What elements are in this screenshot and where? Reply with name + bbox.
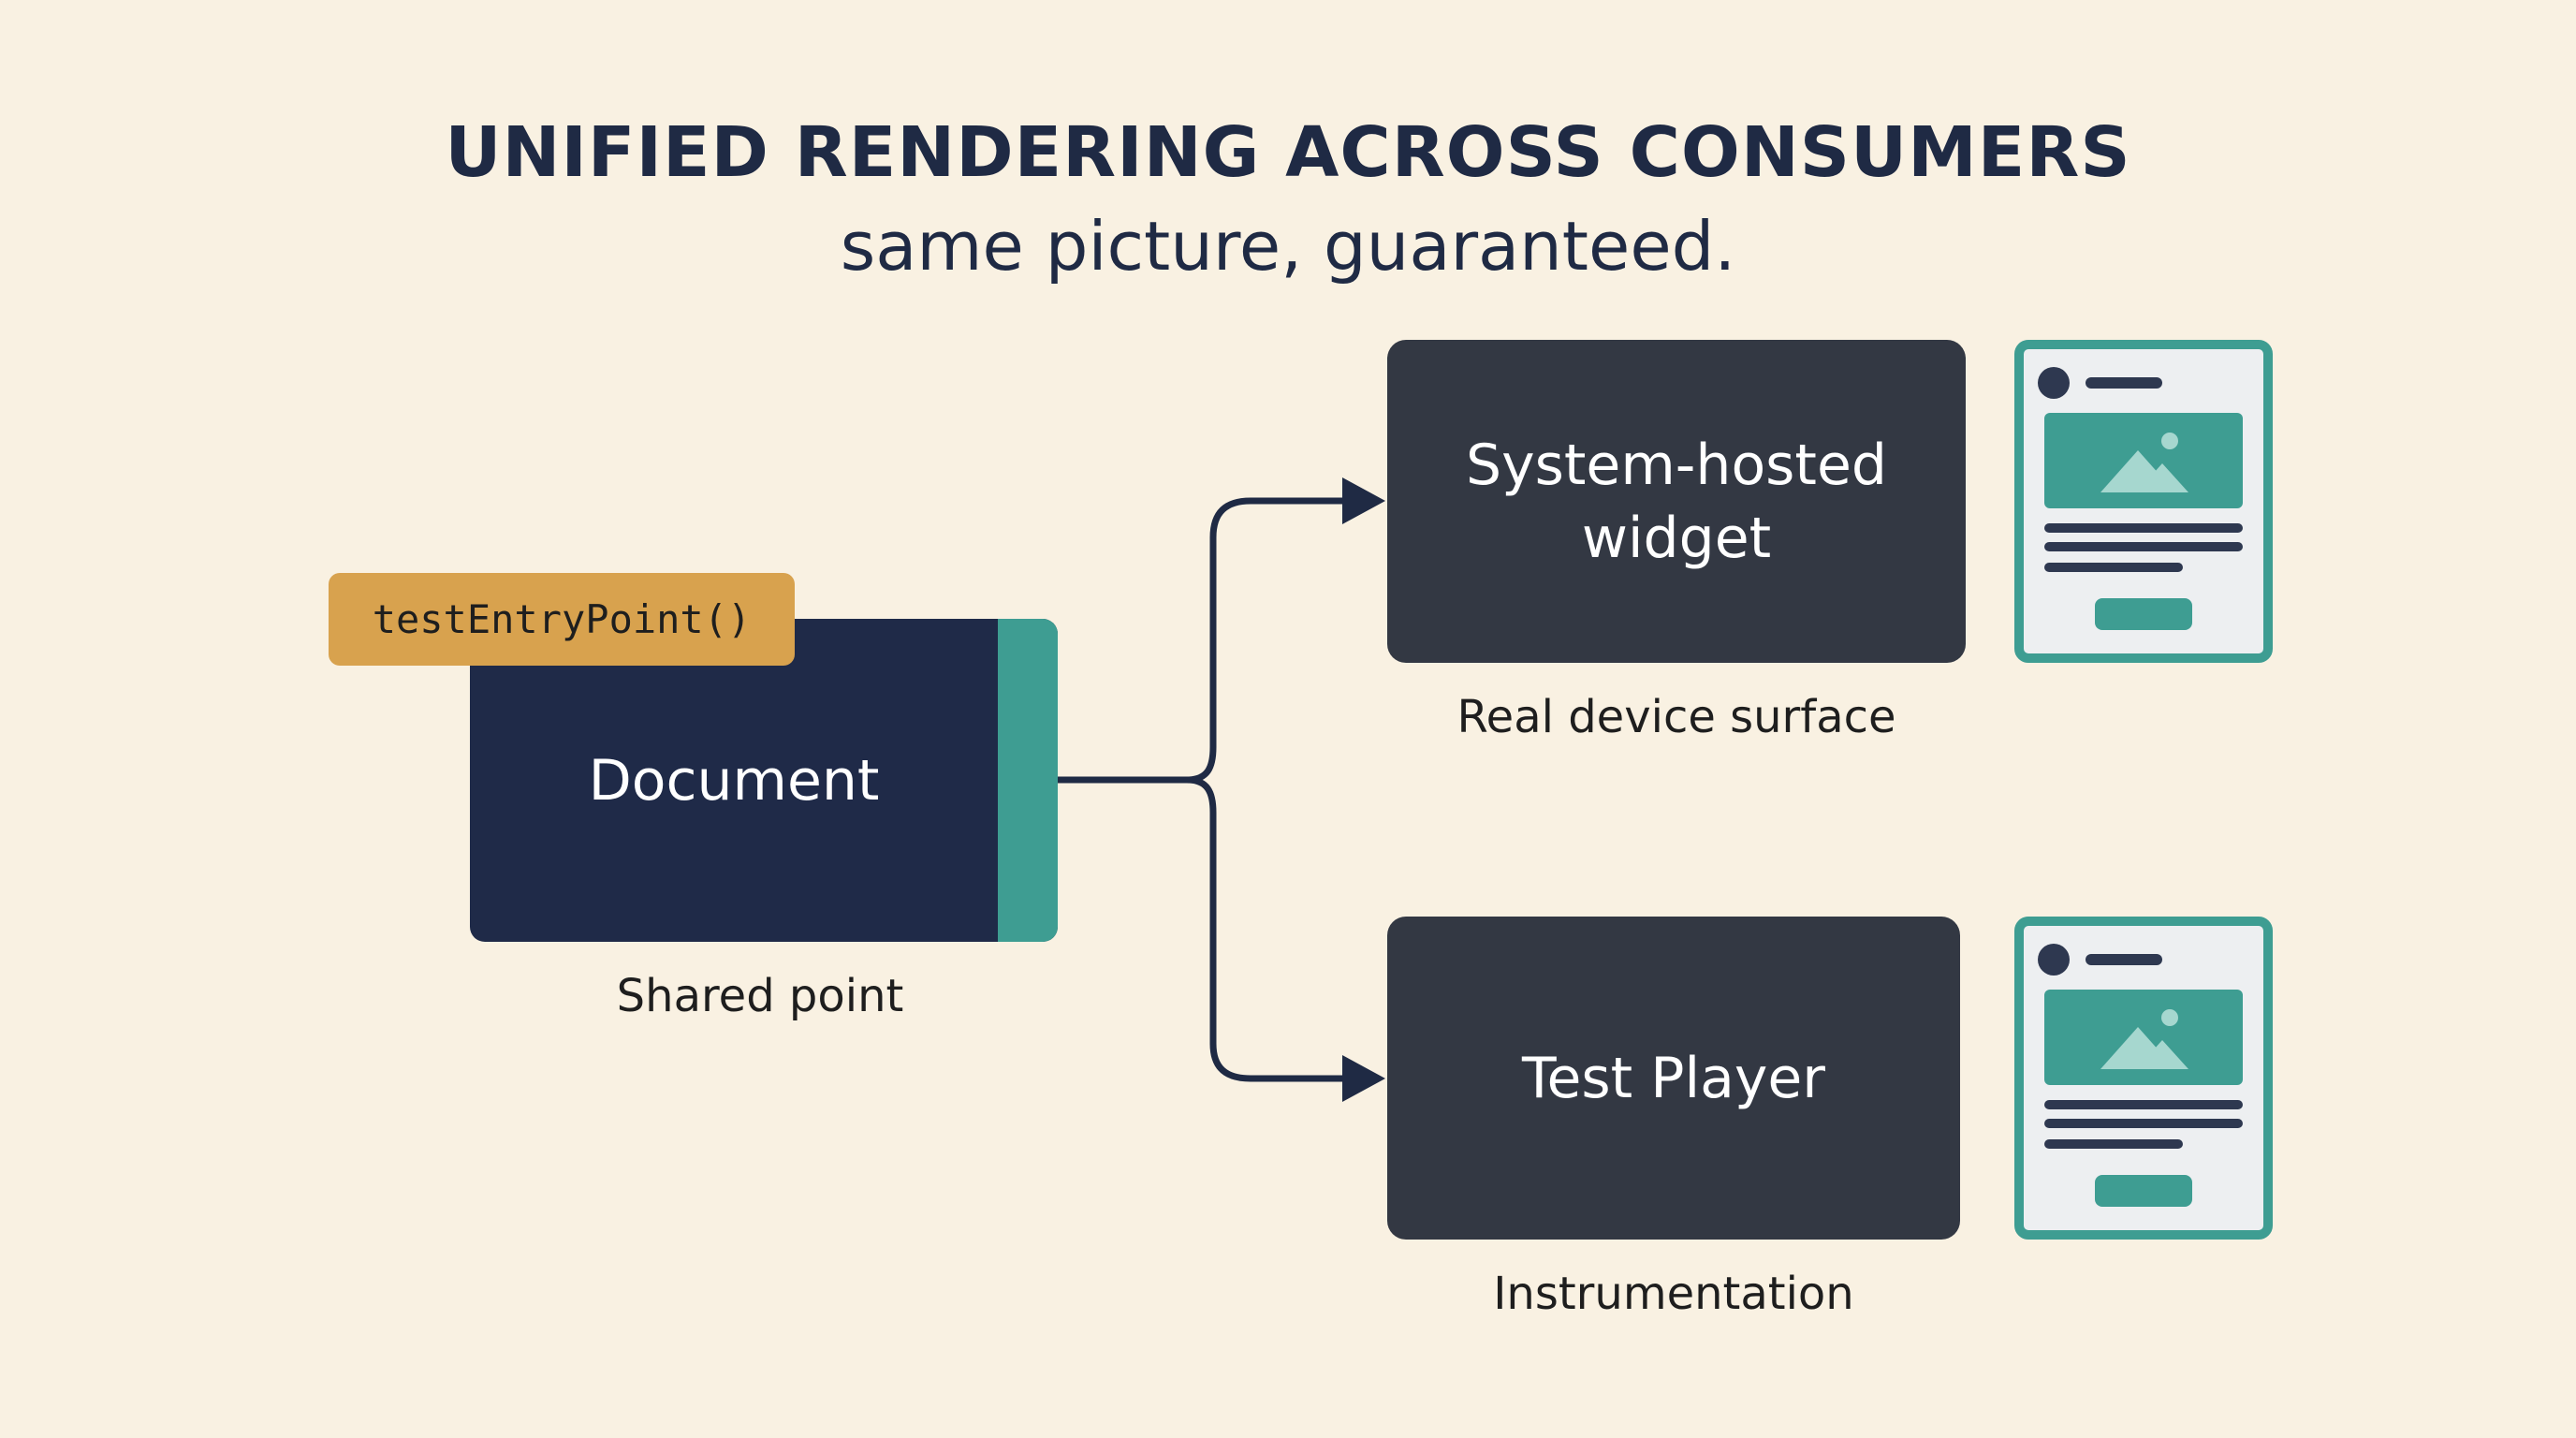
image-placeholder-icon	[2100, 433, 2188, 492]
connector-trunk	[1054, 497, 1350, 784]
widget-preview-icon	[2014, 917, 2273, 1240]
diagram-subtitle: same picture, guaranteed.	[840, 207, 1736, 286]
test-player-label: Test Player	[1522, 1045, 1825, 1111]
widget-preview-icon	[2014, 340, 2273, 663]
entry-point-tag: testEntryPoint()	[329, 573, 795, 666]
test-player-node: Test Player	[1387, 917, 1960, 1240]
image-placeholder-icon	[2100, 1009, 2188, 1069]
document-label: Document	[588, 747, 880, 814]
system-widget-caption: Real device surface	[1456, 691, 1896, 743]
document-caption: Shared point	[616, 970, 904, 1022]
arrowhead-lower	[1342, 1055, 1385, 1102]
arrowhead-upper	[1342, 477, 1385, 524]
document-node: Document	[470, 619, 1058, 942]
test-player-caption: Instrumentation	[1493, 1268, 1854, 1320]
system-widget-label: System-hosted widget	[1466, 432, 1887, 571]
document-accent-bar	[998, 619, 1058, 942]
diagram-title: UNIFIED RENDERING ACROSS CONSUMERS	[445, 112, 2131, 193]
system-widget-node: System-hosted widget	[1387, 340, 1966, 663]
connector-branch-lower	[1183, 776, 1350, 1082]
